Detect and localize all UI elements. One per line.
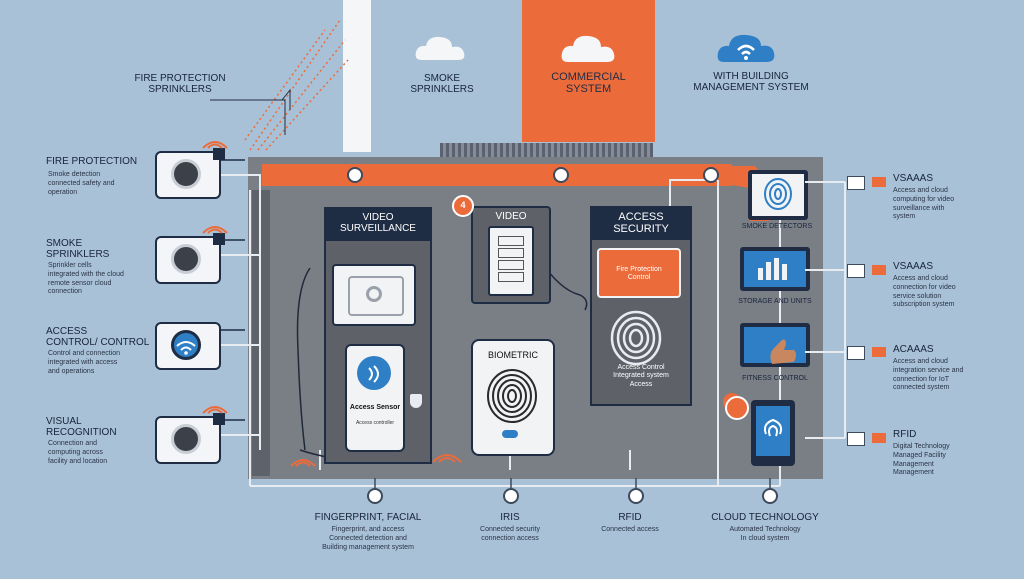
access-security-title: ACCESS SECURITY <box>613 211 669 235</box>
right-desc-4: Digital Technology Managed Facility Mana… <box>893 443 950 477</box>
fire-protection-card <box>597 248 681 298</box>
label-fire-protection-sprinklers: FIRE PROTECTION SPRINKLERS <box>134 73 226 95</box>
sprinkler-spray <box>244 19 349 151</box>
fingerprint-icon <box>487 369 537 423</box>
signal-icon <box>202 226 228 234</box>
number-badge: 4 <box>452 195 474 217</box>
left-desc-4: Connection and computing across facility… <box>48 440 108 465</box>
left-title-2: SMOKE SPRINKLERS <box>46 238 110 260</box>
visual-recognition-device <box>155 413 225 464</box>
leader-line <box>210 99 286 135</box>
right-desc-1: Access and cloud computing for video sur… <box>893 187 955 221</box>
cloud-wifi-icon <box>717 34 775 62</box>
bottom-title-2: IRIS <box>500 512 520 523</box>
signal-icon <box>202 406 228 414</box>
chimney <box>343 0 371 152</box>
label-commercial-system: COMMERCIAL SYSTEM <box>551 71 626 95</box>
fingerprint-icon <box>764 178 792 210</box>
access-sensor-card: Access Sensor Access controller <box>345 344 405 452</box>
biometric-led <box>502 430 518 438</box>
access-sensor-sub: Access controller <box>355 420 395 426</box>
bottom-title-3: RFID <box>618 512 642 523</box>
right-desc-2: Access and cloud connection for video se… <box>893 275 956 309</box>
access-sensor-title: Access Sensor <box>349 404 401 411</box>
smoke-detectors-label: SMOKE DETECTORS <box>741 223 813 230</box>
sensor-wave-icon <box>357 356 391 390</box>
roof-vent <box>440 143 653 157</box>
smoke-detector-monitor <box>748 170 808 220</box>
bottom-desc-2: Connected security connection access <box>480 526 540 542</box>
video-device <box>488 226 534 296</box>
storage-units-label: STORAGE AND UNITS <box>738 298 812 305</box>
wifi-icon <box>176 341 196 355</box>
connector-box <box>847 432 865 446</box>
right-title-3: ACAAAS <box>893 344 934 355</box>
number-badge <box>725 396 749 420</box>
rfid-tablet <box>751 400 795 466</box>
video-title: VIDEO <box>495 211 527 222</box>
right-title-4: RFID <box>893 429 917 440</box>
cloud-icon <box>415 36 465 60</box>
commercial-tower <box>522 0 655 142</box>
pipe-node <box>553 167 569 183</box>
left-title-4: VISUAL RECOGNITION <box>46 416 117 438</box>
left-desc-1: Smoke detection connected safety and ope… <box>48 171 115 196</box>
left-desc-2: Sprinkler cells integrated with the clou… <box>48 262 124 296</box>
right-title-2: VSAAAS <box>893 261 934 272</box>
hand-touch-icon <box>770 339 796 364</box>
rfid-icon <box>763 418 783 437</box>
fingerprint-icon <box>610 310 662 366</box>
right-title-1: VSAAAS <box>893 173 934 184</box>
access-control-caption: Access Control Integrated system Access <box>613 364 669 388</box>
bottom-title-4: CLOUD TECHNOLOGY <box>711 512 819 523</box>
biometric-title: BIOMETRIC <box>487 350 538 360</box>
bar-chart-icon <box>758 258 787 280</box>
signal-icon <box>432 454 462 463</box>
cloud-icon <box>561 35 615 62</box>
bottom-connectors <box>374 478 771 490</box>
left-title-1: FIRE PROTECTION <box>46 156 138 167</box>
biometric-device <box>471 339 555 456</box>
camera-lens-icon <box>366 286 382 302</box>
signal-icon <box>290 459 316 467</box>
bottom-desc-4: Automated Technology In cloud system <box>729 526 801 542</box>
connector-badge <box>872 433 886 443</box>
label-with-building: WITH BUILDING MANAGEMENT SYSTEM <box>693 71 809 93</box>
access-control-device <box>155 322 221 370</box>
signal-icon <box>202 141 228 149</box>
right-desc-3: Access and cloud integration service and… <box>893 358 964 392</box>
left-title-3: ACCESS CONTROL/ CONTROL <box>46 326 150 348</box>
bottom-desc-3: Connected access <box>601 526 659 533</box>
connector-box <box>847 346 865 360</box>
bottom-title-1: FINGERPRINT, FACIAL <box>314 512 422 523</box>
pipe-node <box>347 167 363 183</box>
label-smoke-sprinklers: SMOKE SPRINKLERS <box>410 73 474 95</box>
shield-icon <box>410 394 422 408</box>
bottom-desc-1: Fingerprint, and access Connected detect… <box>322 526 414 551</box>
fire-protection-card-text: Fire Protection Control <box>616 266 662 282</box>
fire-protection-device <box>155 148 225 199</box>
connector-box <box>847 176 865 190</box>
connector-badge <box>872 347 886 357</box>
access-security-header <box>590 206 692 240</box>
smoke-sprinkler-device <box>155 233 225 284</box>
orange-pipe <box>262 164 732 186</box>
camera-unit <box>332 264 416 326</box>
pipe-node <box>703 167 719 183</box>
video-surveillance-title: VIDEO SURVEILLANCE <box>340 212 416 234</box>
video-surveillance-header <box>324 207 432 241</box>
connector-box <box>847 264 865 278</box>
connector-badge <box>872 177 886 187</box>
left-desc-3: Control and connection integrated with a… <box>48 350 120 375</box>
fitness-control-label: FITNESS CONTROL <box>742 375 808 382</box>
right-wiring <box>805 181 846 439</box>
connector-badge <box>872 265 886 275</box>
